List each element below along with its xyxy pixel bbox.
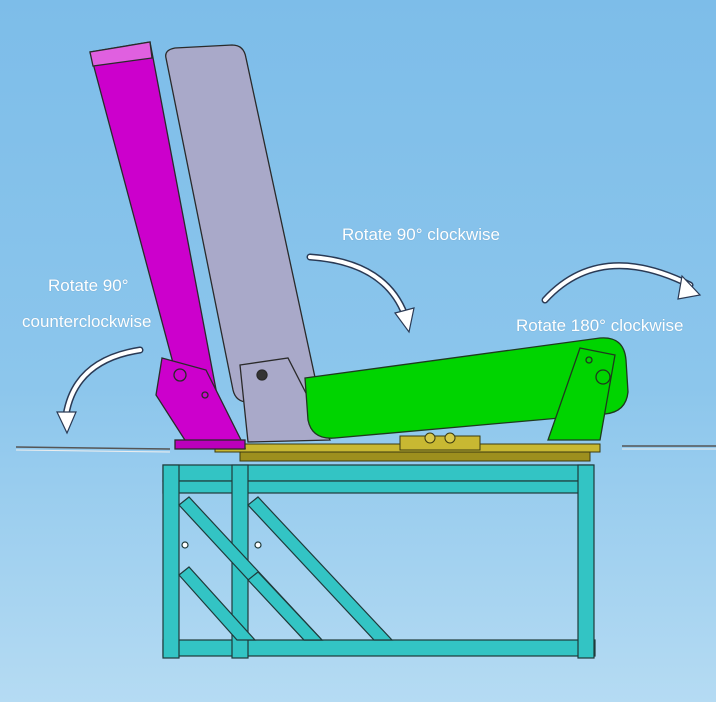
arrowhead-cw90-icon (393, 307, 415, 334)
label-rotate-180-clockwise: Rotate 180° clockwise (516, 316, 684, 335)
support-frame (162, 464, 596, 659)
label-rotate-ccw-line2: counterclockwise (22, 312, 152, 331)
backrest-rotated (89, 41, 247, 450)
label-rotate-90-clockwise: Rotate 90° clockwise (342, 225, 500, 244)
arrowhead-ccw-icon (56, 411, 77, 435)
floor-lines (15, 445, 716, 453)
seat-cushion (304, 337, 629, 441)
label-rotate-ccw-line1: Rotate 90° (48, 276, 129, 295)
rotation-arrows-white (64, 255, 692, 417)
arrowhead-cw180-icon (677, 274, 702, 300)
arrow-heads (56, 274, 702, 435)
slide-rail (214, 432, 601, 462)
